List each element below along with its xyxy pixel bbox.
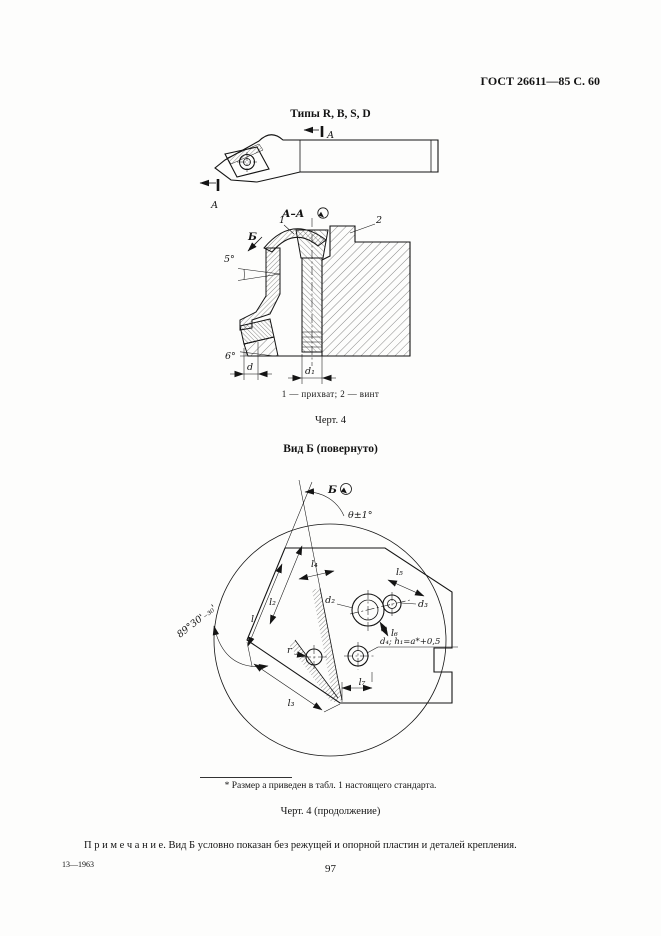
dim-d2-label: d₂ [325, 595, 335, 606]
dim-l4: l₄ [298, 559, 335, 581]
insert-outline [224, 146, 270, 178]
dim-d3: d₃ [400, 599, 428, 610]
toolholder-outline [214, 134, 439, 183]
dim-l5-label: l₅ [396, 567, 403, 578]
page-number: 97 [325, 863, 336, 875]
dim-l2: l₂ [269, 545, 303, 625]
figure4-continuation-caption: Черт. 4 (продолжение) [280, 806, 381, 817]
edition-mark: 13—1963 [62, 860, 94, 869]
note-text: П р и м е ч а н и е. Вид Б условно показ… [84, 840, 517, 851]
dim-l7: l₇ [341, 672, 373, 702]
view-b-letter: Б [247, 231, 257, 243]
figure-view-b: Б [175, 479, 458, 757]
dim-l6-label: l₆ [391, 628, 398, 639]
view-b-heading: Вид Б (повернуто) [283, 443, 378, 455]
dim-r: r [287, 645, 307, 658]
view-b-title-letter: Б [327, 484, 337, 496]
rotated-symbol-arrow [318, 211, 324, 218]
dim-l-label: l [251, 614, 254, 625]
clamp-section [239, 228, 327, 331]
rotated-symbol-icon [317, 207, 329, 219]
figure-toolholder-top-view: А А [199, 126, 439, 211]
part-callouts: 1 2 [279, 215, 382, 235]
section-letter-bottom: А [210, 200, 218, 211]
rotated-symbol-arrow [341, 487, 347, 494]
footnote-rule [200, 777, 292, 778]
dim-l2-label: l₂ [269, 597, 276, 608]
section-title: А–А [281, 207, 329, 220]
dim-theta-label: θ±1° [348, 510, 372, 521]
view-b-title: Б [327, 483, 352, 496]
dim-d: d [230, 342, 272, 380]
dim-l3-label: l₃ [288, 698, 295, 709]
figure4-caption: Черт. 4 [315, 415, 346, 426]
dim-theta: θ±1° [304, 488, 372, 521]
dim-r-label: r [287, 645, 293, 656]
rotated-symbol-icon [340, 483, 352, 495]
insert-top-view [224, 143, 270, 178]
angle-5-label: 5° [224, 254, 235, 265]
dim-l5: l₅ [387, 567, 425, 597]
dim-d2: d₂ [325, 595, 354, 609]
document-header: ГОСТ 26611—85 С. 60 [480, 74, 601, 88]
angle-5-dimension: 5° [224, 254, 281, 281]
dim-corner-angle-label: 89°30'₋₃₀' [175, 603, 219, 640]
dim-corner-angle: 89°30'₋₃₀' [175, 603, 269, 671]
types-heading: Типы R, B, S, D [290, 108, 371, 120]
dim-d4-h1: d₄; h₁=a*+0,5 [366, 637, 458, 654]
figure4-parts-caption: 1 — прихват; 2 — винт [281, 389, 380, 399]
dim-l6: l₆ [379, 621, 398, 639]
insert-pocket [284, 479, 343, 703]
dim-d4-h1-label: d₄; h₁=a*+0,5 [380, 637, 440, 647]
callout-1-label: 1 [279, 215, 285, 226]
dim-d3-label: d₃ [418, 599, 428, 610]
dim-d1-label: d₁ [305, 366, 315, 377]
dim-d1: d₁ [288, 354, 336, 384]
view-b-arrow: Б [247, 231, 263, 252]
angle-6-dimension: 6° [225, 351, 275, 362]
callout-2-label: 2 [375, 215, 382, 226]
dim-l4-label: l₄ [311, 559, 318, 570]
dim-l3: l₃ [246, 641, 341, 713]
dim-d-label: d [247, 362, 253, 373]
dim-l: l [247, 563, 283, 647]
footnote: * Размер а приведен в табл. 1 настоящего… [224, 781, 437, 791]
dim-l7-label: l₇ [359, 677, 366, 688]
figure-section-a-a: А–А 1 2 Б 5° 6° [224, 207, 411, 384]
section-cut-marks: А А [199, 126, 334, 211]
section-letter-top: А [326, 130, 334, 141]
section-title-label: А–А [281, 208, 304, 220]
holder-body-section [243, 225, 411, 357]
angle-6-label: 6° [225, 351, 236, 362]
